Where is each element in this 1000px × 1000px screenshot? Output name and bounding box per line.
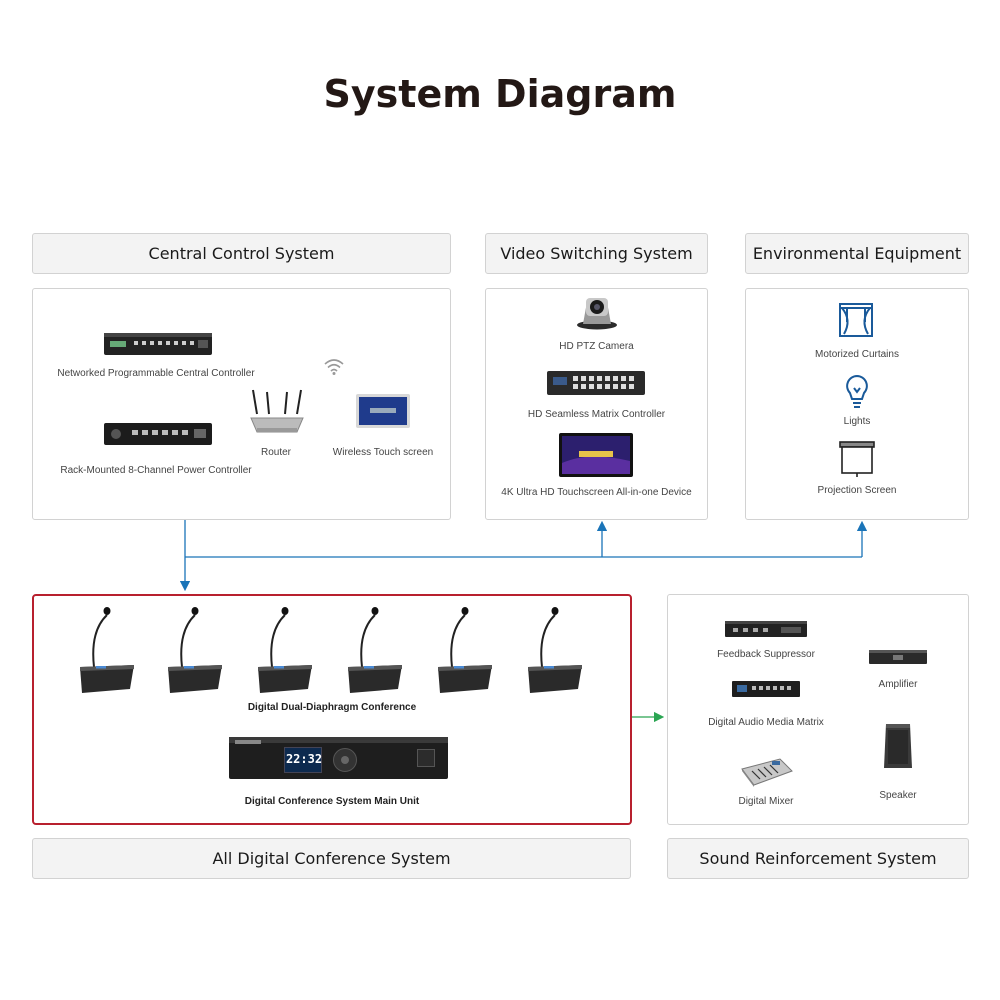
microphone-unit-2	[168, 607, 222, 693]
page-title: System Diagram	[323, 72, 677, 116]
audio-media-matrix-label: Digital Audio Media Matrix	[708, 717, 824, 728]
curtains-icon	[839, 303, 873, 337]
matrix-controller-image	[547, 371, 645, 395]
feedback-suppressor-label: Feedback Suppressor	[717, 649, 815, 660]
conference-microphones	[80, 607, 582, 693]
projection-screen-icon	[839, 441, 875, 477]
conference-panel	[32, 594, 632, 825]
microphones-label: Digital Dual-Diaphragm Conference	[247, 702, 417, 713]
all-in-one-device-label: 4K Ultra HD Touchscreen All-in-one Devic…	[501, 487, 692, 498]
curtains-label: Motorized Curtains	[815, 349, 899, 360]
conference-system-header: All Digital Conference System	[32, 838, 631, 879]
all-in-one-device-image	[559, 433, 633, 477]
digital-mixer-label: Digital Mixer	[738, 796, 794, 807]
router-label: Router	[260, 447, 291, 458]
microphone-unit-5	[438, 607, 492, 693]
ptz-camera-image	[577, 298, 617, 330]
speaker-label: Speaker	[879, 790, 917, 801]
microphone-unit-6	[528, 607, 582, 693]
power-controller-label: Rack-Mounted 8-Channel Power Controller	[60, 465, 252, 476]
speaker-image	[884, 724, 912, 768]
lights-label: Lights	[843, 416, 871, 427]
projection-screen-label: Projection Screen	[817, 485, 897, 496]
central-control-header: Central Control System	[32, 233, 451, 274]
wireless-touch-screen-label: Wireless Touch screen	[332, 447, 434, 458]
sound-reinforcement-header: Sound Reinforcement System	[667, 838, 969, 879]
wifi-icon	[324, 359, 344, 375]
feedback-suppressor-image	[725, 621, 807, 637]
networked-controller-image	[104, 333, 212, 355]
microphone-unit-3	[258, 607, 312, 693]
microphone-unit-4	[348, 607, 402, 693]
main-unit-clock: 22:32	[285, 752, 323, 766]
amplifier-image	[869, 650, 927, 664]
main-unit-image: 22:32	[229, 737, 448, 779]
ptz-camera-label: HD PTZ Camera	[559, 341, 634, 352]
power-controller-image	[104, 423, 212, 445]
router-image	[250, 389, 304, 433]
microphone-unit-1	[80, 607, 134, 693]
video-switching-header: Video Switching System	[485, 233, 708, 274]
amplifier-label: Amplifier	[878, 679, 918, 690]
wireless-touch-screen-image	[356, 394, 410, 428]
sound-panel	[667, 594, 969, 825]
light-bulb-icon	[846, 374, 868, 408]
matrix-controller-label: HD Seamless Matrix Controller	[527, 409, 666, 420]
networked-controller-label: Networked Programmable Central Controlle…	[57, 368, 255, 379]
environmental-equipment-header: Environmental Equipment	[745, 233, 969, 274]
digital-mixer-image	[741, 758, 793, 787]
audio-media-matrix-image	[732, 681, 800, 697]
main-unit-label: Digital Conference System Main Unit	[244, 796, 420, 807]
